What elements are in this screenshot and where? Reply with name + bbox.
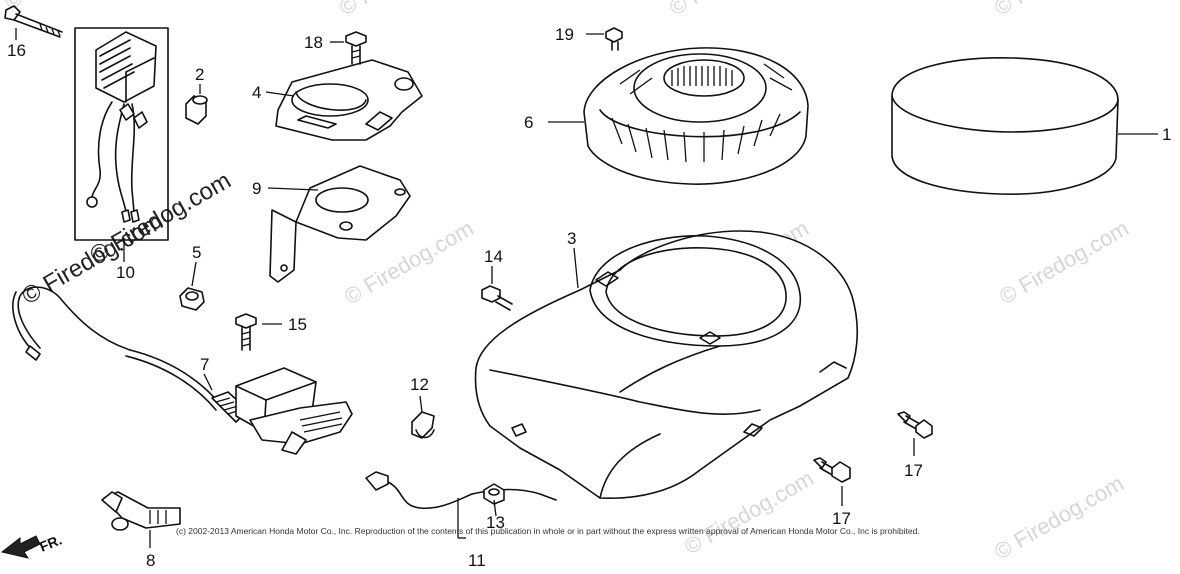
- callout-5: 5: [192, 243, 201, 262]
- callout-3: 3: [567, 229, 576, 248]
- callout-19: 19: [555, 25, 574, 44]
- watermark: © Firedog.com: [990, 470, 1128, 564]
- regulator-rectifier-10: [74, 27, 169, 262]
- bolt-16: [4, 5, 63, 40]
- bracket-9: [267, 165, 411, 283]
- watermark: © Firedog.com: [665, 0, 803, 20]
- callout-2: 2: [195, 65, 204, 84]
- watermark: © Firedog.com: [335, 0, 473, 20]
- callout-1: 1: [1162, 125, 1171, 144]
- ignition-coil-7: [12, 286, 353, 455]
- grommet-5: [179, 261, 205, 311]
- callout-10: 10: [116, 263, 135, 282]
- stop-wire-11: [365, 471, 557, 539]
- watermark: © Firedog.com: [990, 0, 1128, 20]
- front-label: FR.: [37, 531, 64, 554]
- callout-11: 11: [468, 551, 486, 570]
- copyright-notice: (c) 2002-2013 American Honda Motor Co., …: [176, 526, 920, 536]
- watermark: © Firedog.com: [995, 215, 1133, 309]
- bolt-17a: [897, 411, 933, 456]
- bracket-4: [265, 59, 423, 141]
- callout-13: 13: [486, 513, 505, 532]
- bolt-15: [235, 313, 282, 351]
- grommet-13: [483, 483, 505, 517]
- air-filter-element-1: [891, 57, 1158, 195]
- front-direction-marker: FR.: [0, 531, 64, 559]
- clip-12: [411, 395, 435, 439]
- bolt-14: [481, 266, 513, 311]
- callout-9: 9: [252, 179, 261, 198]
- callout-12: 12: [410, 375, 429, 394]
- callout-4: 4: [252, 83, 261, 102]
- watermark: © Firedog.com: [680, 465, 818, 559]
- callout-labels: 1 2 3 4 5 6 7 8 9 10 11 12 13 14 15 16 1…: [7, 25, 1171, 570]
- spark-plug-cap-8: [101, 491, 181, 548]
- callout-14: 14: [484, 247, 503, 266]
- brand-watermark: © Firedog.com: [86, 167, 236, 269]
- callout-15: 15: [288, 315, 307, 334]
- callout-7: 7: [200, 355, 209, 374]
- callout-17b: 17: [832, 509, 851, 528]
- callout-18: 18: [304, 33, 323, 52]
- bolt-19: [586, 27, 623, 51]
- recoil-starter-6: [548, 47, 809, 185]
- callout-17a: 17: [904, 461, 923, 480]
- callout-6: 6: [524, 113, 533, 132]
- callout-16: 16: [7, 41, 26, 60]
- collar-2: [185, 84, 208, 125]
- bolt-17b: [813, 457, 851, 506]
- bolt-18: [330, 31, 367, 65]
- fan-cover-3: [474, 230, 859, 499]
- callout-8: 8: [146, 551, 155, 570]
